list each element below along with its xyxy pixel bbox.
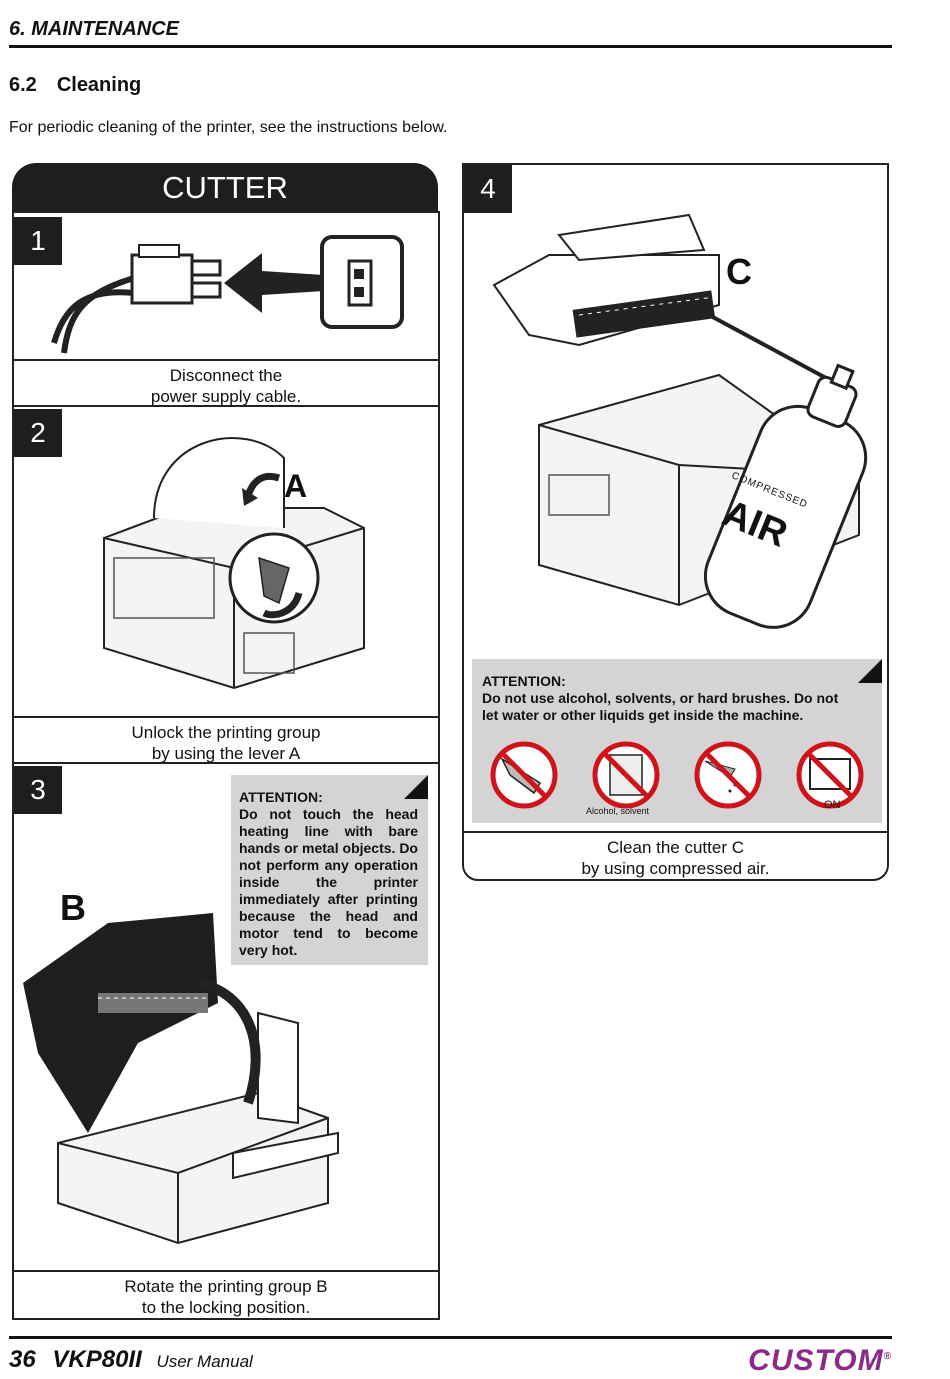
power-cable-illustration bbox=[51, 235, 404, 354]
step-4-number: 4 bbox=[464, 165, 512, 213]
solvent-icon-label: Alcohol, solvent bbox=[586, 806, 650, 816]
step-1-number: 1 bbox=[14, 217, 62, 265]
chapter-header: 6. MAINTENANCE bbox=[9, 18, 180, 40]
no-brush-icon bbox=[490, 741, 558, 809]
step-2-caption-line1: Unlock the printing group bbox=[131, 723, 321, 742]
step-1-caption-line2: power supply cable. bbox=[150, 387, 302, 406]
step-3-caption-line1: Rotate the printing group B bbox=[124, 1277, 328, 1296]
footer-rule bbox=[9, 1336, 892, 1339]
section-title: Cleaning bbox=[56, 74, 142, 96]
step-3-attention-text: Do not touch the head heating line with … bbox=[239, 806, 418, 958]
cutter-title: CUTTER bbox=[12, 163, 438, 213]
custom-logo: CUSTOM® bbox=[748, 1344, 892, 1378]
step-4-attention-box: ATTENTION: Do not use alcohol, solvents,… bbox=[472, 659, 882, 823]
no-solvent-icon bbox=[592, 741, 660, 809]
product-name: VKP80II bbox=[52, 1346, 142, 1373]
step-2-caption-line2: by using the lever A bbox=[151, 744, 301, 763]
step-1-caption-line1: Disconnect the bbox=[169, 366, 283, 385]
printer-lever-illustration bbox=[103, 437, 365, 690]
brand-name: CUSTOM bbox=[748, 1344, 884, 1377]
step-4-caption: Clean the cutter C by using compressed a… bbox=[464, 831, 887, 881]
intro-text: For periodic cleaning of the printer, se… bbox=[9, 119, 448, 136]
power-icon-label: ON bbox=[824, 799, 841, 811]
brand-mark: ® bbox=[883, 1351, 892, 1362]
step-4-attention-title: ATTENTION: bbox=[482, 673, 566, 689]
step-3-caption-line2: to the locking position. bbox=[141, 1298, 311, 1317]
step-3-number: 3 bbox=[14, 766, 62, 814]
manual-label: User Manual bbox=[156, 1352, 253, 1371]
step-3-attention-title: ATTENTION: bbox=[239, 789, 323, 805]
step-4-panel: 4 C COMPRESSED AIR ATTENTION: Do not use… bbox=[462, 163, 889, 881]
no-power-on-icon bbox=[796, 741, 864, 809]
step-1-caption: Disconnect the power supply cable. bbox=[14, 359, 438, 407]
lever-label-a: A bbox=[284, 468, 308, 504]
step-4-caption-line1: Clean the cutter C bbox=[606, 838, 744, 857]
step-4-attention-text: Do not use alcohol, solvents, or hard br… bbox=[482, 690, 839, 723]
no-water-icon bbox=[694, 741, 762, 809]
step-4-caption-line2: by using compressed air. bbox=[581, 859, 770, 878]
cutter-panel: 1 Disconnect the power supply cable. 2 A… bbox=[12, 211, 440, 1320]
header-rule bbox=[9, 45, 892, 48]
step-2-caption: Unlock the printing group by using the l… bbox=[14, 716, 438, 764]
printing-group-label-b: B bbox=[60, 887, 86, 928]
step-2-number: 2 bbox=[14, 409, 62, 457]
printer-open-illustration bbox=[23, 913, 339, 1245]
section-number: 6.2 bbox=[9, 74, 37, 96]
step-3-caption: Rotate the printing group B to the locki… bbox=[14, 1270, 438, 1318]
footer-title: 36 VKP80II User Manual bbox=[9, 1346, 253, 1374]
prohibition-icons bbox=[490, 741, 864, 809]
cutter-label-c: C bbox=[726, 251, 752, 292]
section-heading: 6.2 Cleaning bbox=[9, 74, 141, 97]
step-3-attention-box: ATTENTION: Do not touch the head heating… bbox=[231, 775, 428, 965]
page-number: 36 bbox=[9, 1346, 36, 1373]
printer-cleaning-illustration bbox=[492, 213, 868, 629]
